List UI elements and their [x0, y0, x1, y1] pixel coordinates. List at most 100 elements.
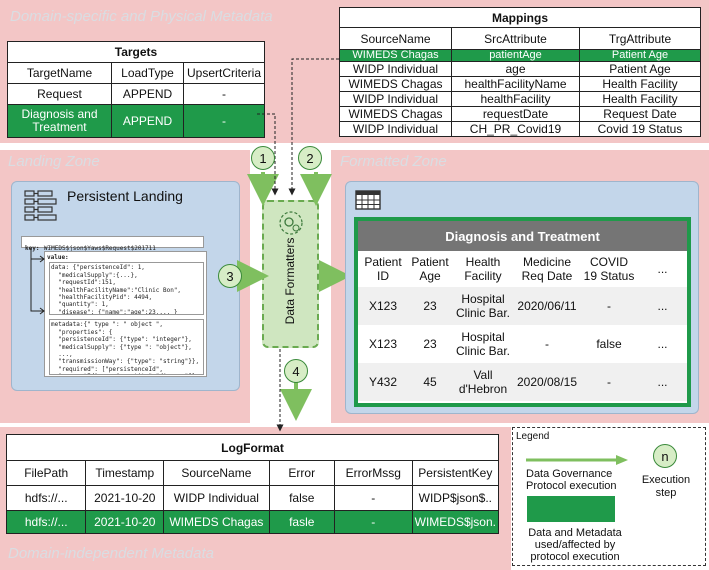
table-row: Diagnosis and Treatment APPEND - — [7, 104, 265, 138]
table-cell: WIDP$json$.. — [411, 485, 500, 511]
table-cell: APPEND — [111, 104, 184, 138]
table-cell: 23 — [423, 337, 437, 351]
step-1-marker: 1 — [251, 146, 275, 170]
domain-specific-title: Domain-specific and Physical Metadata — [10, 8, 273, 25]
table-cell: 23 — [423, 299, 437, 313]
table-cell: X123 — [368, 299, 398, 313]
logformat-header: PersistentKey — [411, 460, 500, 486]
diagnosis-header: Medicine Req Date — [521, 255, 573, 283]
key-label: key: — [25, 245, 40, 252]
legend-step-circle: n — [653, 444, 677, 468]
table-cell: CH_PR_Covid19 — [451, 121, 580, 137]
table-row: WIDP Individual age Patient Age — [339, 61, 701, 77]
mappings-header: SrcAttribute — [451, 27, 580, 50]
diagnosis-header: ... — [657, 262, 668, 276]
logformat-header: Timestamp — [85, 460, 165, 486]
table-cell: WIDP Individual — [339, 121, 452, 137]
table-row: X123 23 Hospital Clinic Bar. 2020/06/11 … — [358, 287, 687, 325]
table-cell: fasle — [268, 510, 335, 534]
legend-arrow-icon — [526, 455, 628, 465]
table-row: X123 23 Hospital Clinic Bar. - false ... — [358, 325, 687, 363]
table-cell: - — [607, 375, 611, 389]
table-cell: 2021-10-20 — [85, 485, 165, 511]
key-value: WIMEDS$json$Yaws$Request$201711 — [43, 245, 156, 252]
table-cell: 2020/06/11 — [517, 299, 577, 313]
table-row: WIMEDS Chagas healthFacilityName Health … — [339, 76, 701, 92]
table-row: WIDP Individual healthFacility Health Fa… — [339, 91, 701, 107]
table-cell: Y432 — [368, 375, 398, 389]
key-field: key: WIMEDS$json$Yaws$Request$201711 — [21, 236, 204, 252]
domain-independent-title: Domain-independent Metadata — [8, 545, 214, 562]
table-cell: X123 — [368, 337, 398, 351]
table-cell: Patient Age — [579, 61, 701, 77]
table-row: Y432 45 Vall d'Hebron 2020/08/15 - ... — [358, 363, 687, 401]
key-value-connector — [30, 248, 45, 315]
table-cell: 45 — [423, 375, 437, 389]
table-cell: false — [268, 485, 335, 511]
formatted-zone-title: Formatted Zone — [340, 153, 447, 170]
diagnosis-header: COVID 19 Status — [583, 255, 635, 283]
table-cell: healthFacilityName — [451, 76, 580, 92]
table-cell: Covid 19 Status — [579, 121, 701, 137]
diagnosis-header: Patient Age — [411, 255, 449, 283]
logformat-title: LogFormat — [6, 434, 499, 461]
table-cell: Hospital Clinic Bar. — [455, 292, 511, 320]
table-cell: 2020/08/15 — [516, 375, 578, 389]
table-cell: 2021-10-20 — [85, 510, 165, 534]
diagnosis-header: Patient ID — [364, 255, 402, 283]
table-cell: ... — [657, 337, 668, 351]
mappings-table: Mappings SourceName SrcAttribute TrgAttr… — [339, 7, 701, 137]
targets-table: Targets TargetName LoadType UpsertCriter… — [7, 41, 265, 138]
table-cell: Hospital Clinic Bar. — [455, 330, 511, 358]
step-3-marker: 3 — [218, 264, 242, 288]
legend-green-swatch — [527, 496, 615, 522]
table-row: WIMEDS Chagas patientAge Patient Age — [339, 49, 701, 62]
logformat-table: LogFormat FilePath Timestamp SourceName … — [5, 434, 500, 534]
gear-icon — [279, 211, 303, 235]
value-field: value: data: {"persistenceId": 1, "medic… — [44, 251, 207, 377]
table-row: hdfs://... 2021-10-20 WIMEDS Chagas fasl… — [5, 510, 500, 534]
table-cell: WIMEDS$json. — [411, 510, 500, 534]
table-cell: Health Facility — [579, 76, 701, 92]
legend-arrow-label: Data Governance Protocol execution — [526, 468, 617, 492]
value-metadata-text: metadata:{" type ": " object ", "propert… — [49, 319, 204, 376]
table-cell: WIDP Individual — [163, 485, 270, 511]
table-row: Request APPEND - — [7, 83, 265, 105]
step-2-marker: 2 — [298, 146, 322, 170]
table-cell: hdfs://... — [5, 485, 87, 511]
legend-title: Legend — [516, 431, 550, 442]
diagnosis-table: Diagnosis and Treatment Patient ID Patie… — [358, 221, 687, 401]
table-cell: - — [545, 337, 549, 351]
table-cell: WIDP Individual — [339, 91, 452, 107]
logformat-header: Error — [268, 460, 335, 486]
table-icon — [355, 190, 381, 210]
logformat-header: SourceName — [163, 460, 270, 486]
table-cell: - — [607, 299, 611, 313]
storage-stack-icon — [24, 190, 57, 221]
table-row: hdfs://... 2021-10-20 WIDP Individual fa… — [5, 485, 500, 511]
table-cell: - — [333, 510, 413, 534]
table-cell: false — [596, 337, 622, 351]
value-label: value: — [47, 254, 69, 261]
table-cell: - — [183, 104, 265, 138]
legend-box-label: Data and Metadata used/affected by proto… — [528, 527, 622, 563]
table-cell: WIMEDS Chagas — [339, 76, 452, 92]
table-cell: WIMEDS Chagas — [339, 49, 452, 62]
diagnosis-header: Health Facility — [464, 255, 502, 283]
targets-header: UpsertCriteria — [183, 62, 265, 84]
table-cell: Diagnosis and Treatment — [7, 104, 112, 138]
value-data-text: data: {"persistenceId": 1, "medicalSuppl… — [49, 262, 204, 316]
landing-zone-title: Landing Zone — [8, 153, 100, 170]
persistent-landing-title: Persistent Landing — [67, 188, 183, 204]
logformat-header: ErrorMssg — [333, 460, 413, 486]
legend-circle-label: Execution step — [641, 474, 691, 499]
diagnosis-title: Diagnosis and Treatment — [358, 221, 687, 251]
table-cell: hdfs://... — [5, 510, 87, 534]
table-cell: ... — [657, 375, 668, 389]
table-cell: Patient Age — [579, 49, 701, 62]
logformat-header: FilePath — [5, 460, 87, 486]
table-cell: Vall d'Hebron — [458, 368, 508, 396]
table-cell: WIMEDS Chagas — [163, 510, 270, 534]
table-cell: Request — [7, 83, 112, 105]
